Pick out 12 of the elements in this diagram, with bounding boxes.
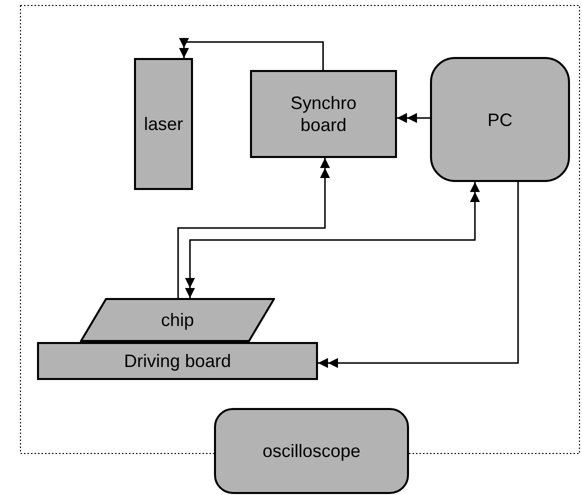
node-label: oscilloscope <box>262 440 361 462</box>
node-label: laser <box>144 113 183 135</box>
device-box <box>214 408 409 494</box>
device-box <box>250 70 397 158</box>
device-box <box>134 58 193 190</box>
device-box <box>37 342 318 380</box>
node-label: PC <box>487 108 512 130</box>
chip-parallelogram <box>80 298 275 342</box>
computer-box <box>430 57 570 182</box>
node-label: chip <box>160 309 194 331</box>
node-label: Synchro board <box>289 92 358 136</box>
node-label: Driving board <box>124 350 232 372</box>
